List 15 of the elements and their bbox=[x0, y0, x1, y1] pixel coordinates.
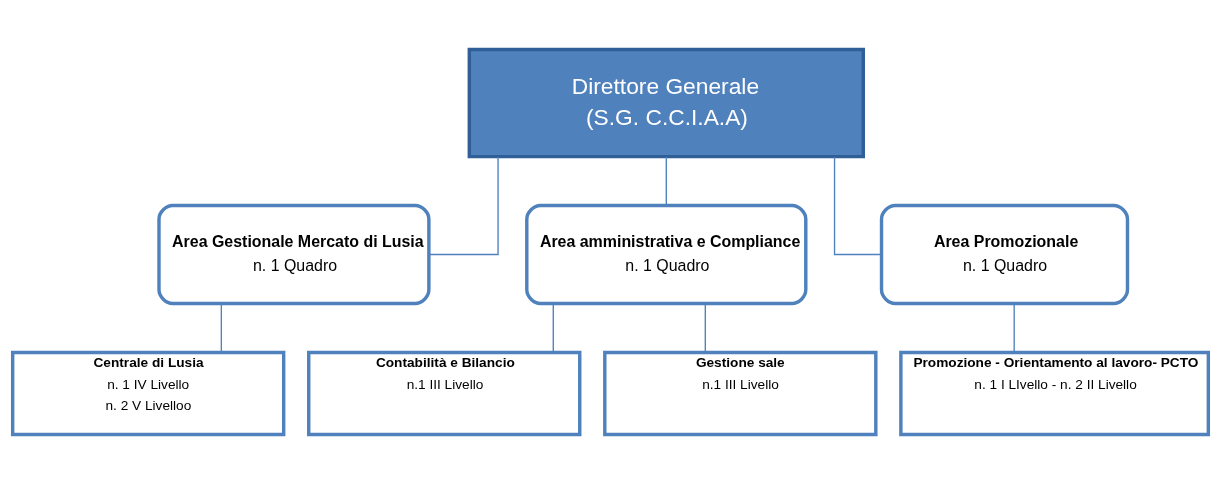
node-box: Area Promozionale n. 1 Quadro bbox=[879, 203, 1130, 306]
connector bbox=[665, 156, 667, 207]
node-box: Contabilità e Bilancio n.1 III Livello bbox=[307, 350, 582, 437]
connector bbox=[704, 302, 706, 353]
connector bbox=[1013, 302, 1015, 353]
node-box: Centrale di Lusia n. 1 IV Livello n. 2 V Livelloo bbox=[10, 350, 286, 437]
connector bbox=[428, 156, 499, 256]
node-box: Promozione - Orientamento al lavoro- PCTO n. 1 I LIvello - n. 2 II Livello bbox=[899, 350, 1211, 437]
node-box: Area amministrativa e Compliance n. 1 Quadro bbox=[525, 203, 808, 306]
connector bbox=[220, 302, 223, 353]
connector bbox=[833, 156, 883, 256]
connector bbox=[552, 302, 554, 353]
node-box: Direttore Generale (S.G. C.C.I.A.A) bbox=[467, 47, 865, 159]
node-box: Area Gestionale Mercato di Lusia n. 1 Quadro bbox=[157, 203, 431, 306]
node-box: Gestione sale n.1 III Livello bbox=[603, 350, 878, 437]
